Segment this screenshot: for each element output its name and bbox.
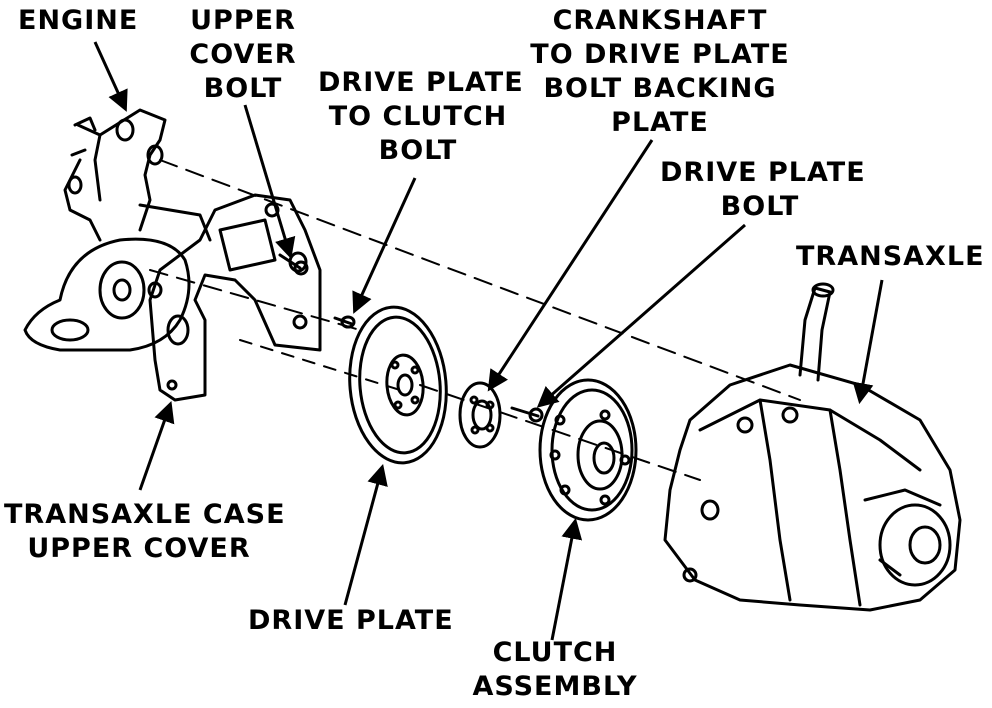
label-tcuc-line-1: TRANSAXLE CASE [4,499,286,530]
transaxle-part [663,282,962,612]
label-transaxle-case-upper-cover: TRANSAXLE CASE UPPER COVER [4,498,286,566]
label-dptc-line-3: BOLT [378,135,458,166]
drive-plate-to-clutch-bolt-leader [352,177,417,314]
label-drive-plate-line-1: DRIVE PLATE [248,605,454,636]
label-crankshaft-backing-plate: CRANKSHAFT TO DRIVE PLATE BOLT BACKING P… [530,4,790,140]
engine-part [23,108,212,352]
label-drive-plate-bolt: DRIVE PLATE BOLT [660,156,866,224]
label-cbp-line-3: BOLT BACKING [543,73,777,104]
label-tcuc-line-2: UPPER COVER [27,533,251,564]
label-upper-cover-bolt-line-3: BOLT [203,73,283,104]
label-upper-cover-bolt-line-1: UPPER [190,5,296,36]
label-clutch-assembly-line-2: ASSEMBLY [472,671,638,702]
label-cbp-line-1: CRANKSHAFT [552,5,768,36]
label-cbp-line-4: PLATE [611,107,709,138]
drive-plate-bolt [510,406,544,423]
label-transaxle-line-1: TRANSAXLE [796,241,985,272]
label-engine: ENGINE [18,4,138,38]
axis-lines [149,159,801,481]
label-upper-cover-bolt: UPPER COVER BOLT [188,4,298,106]
label-transaxle: TRANSAXLE [796,240,985,274]
drive-plate-part [348,305,448,465]
label-drive-plate-to-clutch-bolt: DRIVE PLATE TO CLUTCH BOLT [318,66,524,168]
label-clutch-assembly: CLUTCH ASSEMBLY [470,636,640,704]
clutch-assembly-part [538,378,638,522]
backing-plate-part [458,381,502,449]
drive-plate-bolt-leader [536,223,746,408]
label-dptc-line-1: DRIVE PLATE [318,67,524,98]
label-clutch-assembly-line-1: CLUTCH [492,637,618,668]
transaxle-case-upper-cover [148,193,322,402]
drive-plate-leader [343,463,388,606]
label-dptc-line-2: TO CLUTCH [328,101,508,132]
label-dpb-line-1: DRIVE PLATE [660,157,866,188]
upper-cover-bolt-leader [243,104,296,260]
label-dpb-line-2: BOLT [720,191,800,222]
label-cbp-line-2: TO DRIVE PLATE [530,39,790,70]
backing-plate-leader [487,139,654,392]
label-upper-cover-bolt-line-2: COVER [189,39,297,70]
transaxle-case-upper-cover-leader [138,401,175,491]
clutch-assembly-leader [550,517,583,641]
transaxle-leader [852,279,884,405]
label-engine-line-1: ENGINE [18,5,139,36]
label-drive-plate: DRIVE PLATE [248,604,454,638]
engine-leader [93,41,128,112]
